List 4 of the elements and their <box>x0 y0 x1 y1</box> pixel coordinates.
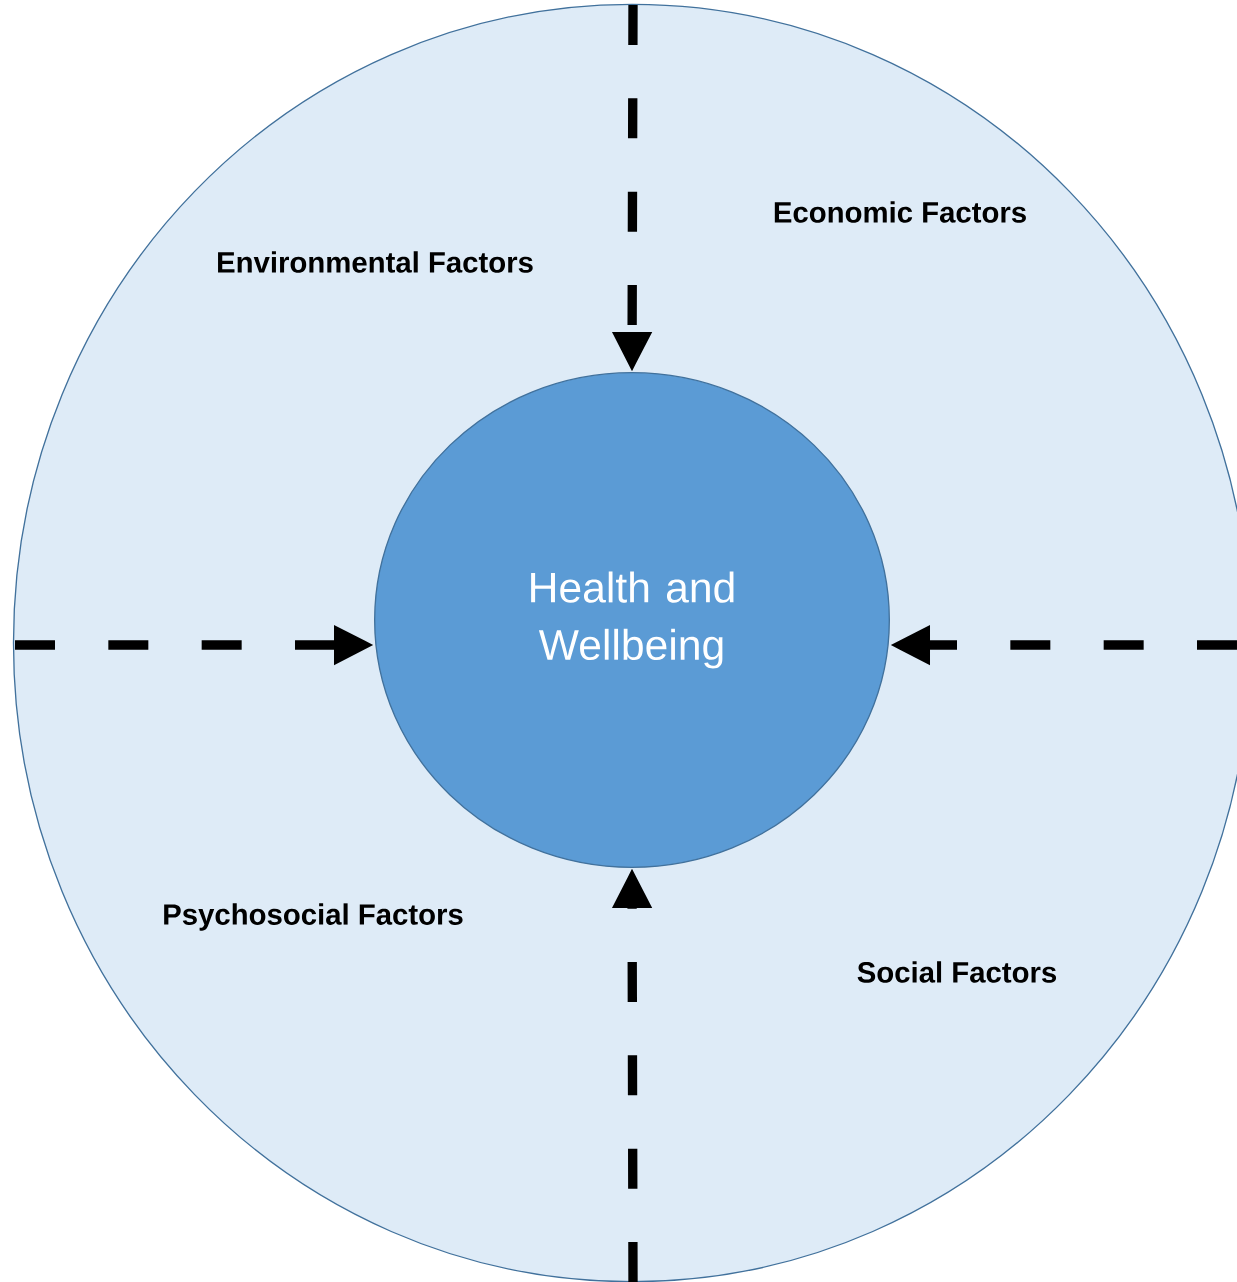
factor-label: Psychosocial Factors <box>164 903 463 931</box>
factor-label: Economic Factors <box>774 201 1026 223</box>
factor-label: Environmental Factors <box>218 251 533 273</box>
factor-label: Social Factors <box>857 961 1057 983</box>
